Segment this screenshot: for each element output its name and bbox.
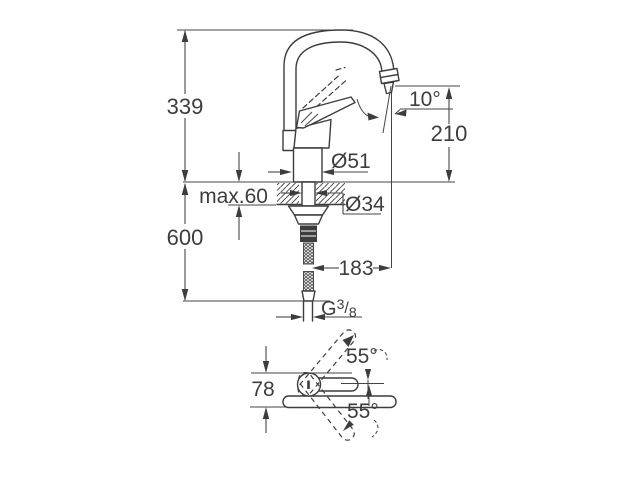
arrowhead-left: [322, 168, 334, 176]
handle-raised-dashed-3: [335, 66, 346, 71]
arrowhead-up: [235, 205, 243, 217]
arrowhead-up: [181, 183, 189, 195]
dimension-outlet-angle: 10°: [356, 88, 453, 121]
handle-detail-line-1: [300, 111, 313, 124]
spout-collar-line: [379, 73, 399, 79]
counter-hatch-left: [277, 183, 299, 205]
label-outlet-height: 210: [431, 121, 468, 146]
mounting-shank: [301, 181, 316, 207]
outlet-angle-line: [382, 85, 392, 134]
thread-prefix: G: [321, 298, 337, 320]
arrowhead-down: [364, 369, 372, 380]
thread-numerator: 3: [337, 296, 345, 312]
dimension-spout-reach: 183: [312, 257, 391, 280]
spout-top-view: [282, 395, 397, 409]
dimension-thread-size: G3/8: [276, 296, 362, 321]
label-outlet-angle: 10°: [409, 88, 441, 111]
spout-outer-curve: [283, 29, 396, 137]
dimension-shank-diameter: Ø34: [281, 189, 385, 216]
thread-slash: /: [344, 300, 349, 317]
leader-dashed: [371, 419, 379, 438]
arrowhead-up: [181, 30, 189, 42]
label-swing-upper: 55°: [346, 345, 378, 368]
label-swing-lower: 55°: [347, 400, 379, 423]
leader-dashed: [373, 349, 388, 361]
arrowhead-up: [365, 385, 373, 396]
label-shank-diameter: Ø34: [345, 193, 385, 216]
flex-hose-lower: [303, 271, 314, 292]
rotation-arrow-down: [343, 420, 354, 431]
dimension-hose-length: 600: [167, 183, 204, 301]
reference-lines: [177, 29, 460, 302]
arrowhead-left: [315, 189, 327, 197]
faucet-side-view: [282, 29, 400, 183]
dimension-base-diameter: Ø51: [268, 150, 371, 176]
faucet-underside: [287, 181, 330, 322]
dimension-max-counter-thickness: max.60: [199, 152, 268, 240]
arrowhead-down: [235, 170, 243, 182]
dimension-swing-lower: 55°: [347, 385, 379, 438]
mounting-washer-lower: [293, 214, 324, 225]
label-overall-height: 339: [167, 94, 204, 119]
curved-arrow: [356, 98, 370, 117]
arrowhead-up: [262, 407, 270, 419]
arrowhead-right: [367, 112, 379, 121]
arrowhead-right: [379, 264, 391, 272]
leader-line: [394, 109, 401, 115]
spout-aerator-tip: [383, 81, 395, 95]
arrowhead-left: [395, 109, 407, 117]
rotation-arrow-up: [342, 335, 354, 347]
arrowhead-left: [313, 313, 325, 321]
label-body-depth: 78: [251, 378, 274, 401]
label-base-diameter: Ø51: [331, 150, 371, 173]
flex-hose-upper: [303, 242, 314, 265]
thread-denominator: 8: [349, 304, 357, 320]
hose-end-fitting: [301, 290, 316, 302]
arrowhead-right: [290, 189, 302, 197]
arrowhead-right: [291, 313, 303, 321]
spout-inner-curve: [295, 41, 384, 137]
arrowhead-left: [312, 264, 324, 272]
label-spout-reach: 183: [338, 257, 373, 280]
arrowhead-down: [181, 170, 189, 182]
mounting-washer-upper: [287, 205, 330, 216]
handle-detail-line-2: [304, 113, 319, 127]
arrowhead-up: [445, 87, 453, 99]
body-upper: [293, 118, 332, 149]
label-thread-size: G3/8: [321, 296, 357, 320]
dimension-overall-height: 339: [167, 30, 204, 182]
faucet-top-view: 78 55° 55°: [250, 329, 397, 441]
arrowhead-down: [262, 361, 270, 373]
arrowhead-down: [445, 170, 453, 182]
dimension-swing-upper: 55°: [346, 345, 388, 399]
mounting-nut: [300, 225, 317, 242]
body-base-column: [292, 147, 323, 183]
counter-hatch-right: [316, 183, 345, 205]
label-hose-length: 600: [167, 225, 204, 250]
arrowhead-down: [181, 289, 189, 301]
label-max-thickness: max.60: [199, 185, 268, 208]
handle-raised-dashed-1: [302, 73, 341, 109]
dimension-outlet-height: 210: [431, 87, 468, 182]
arrowhead-right: [280, 168, 292, 176]
